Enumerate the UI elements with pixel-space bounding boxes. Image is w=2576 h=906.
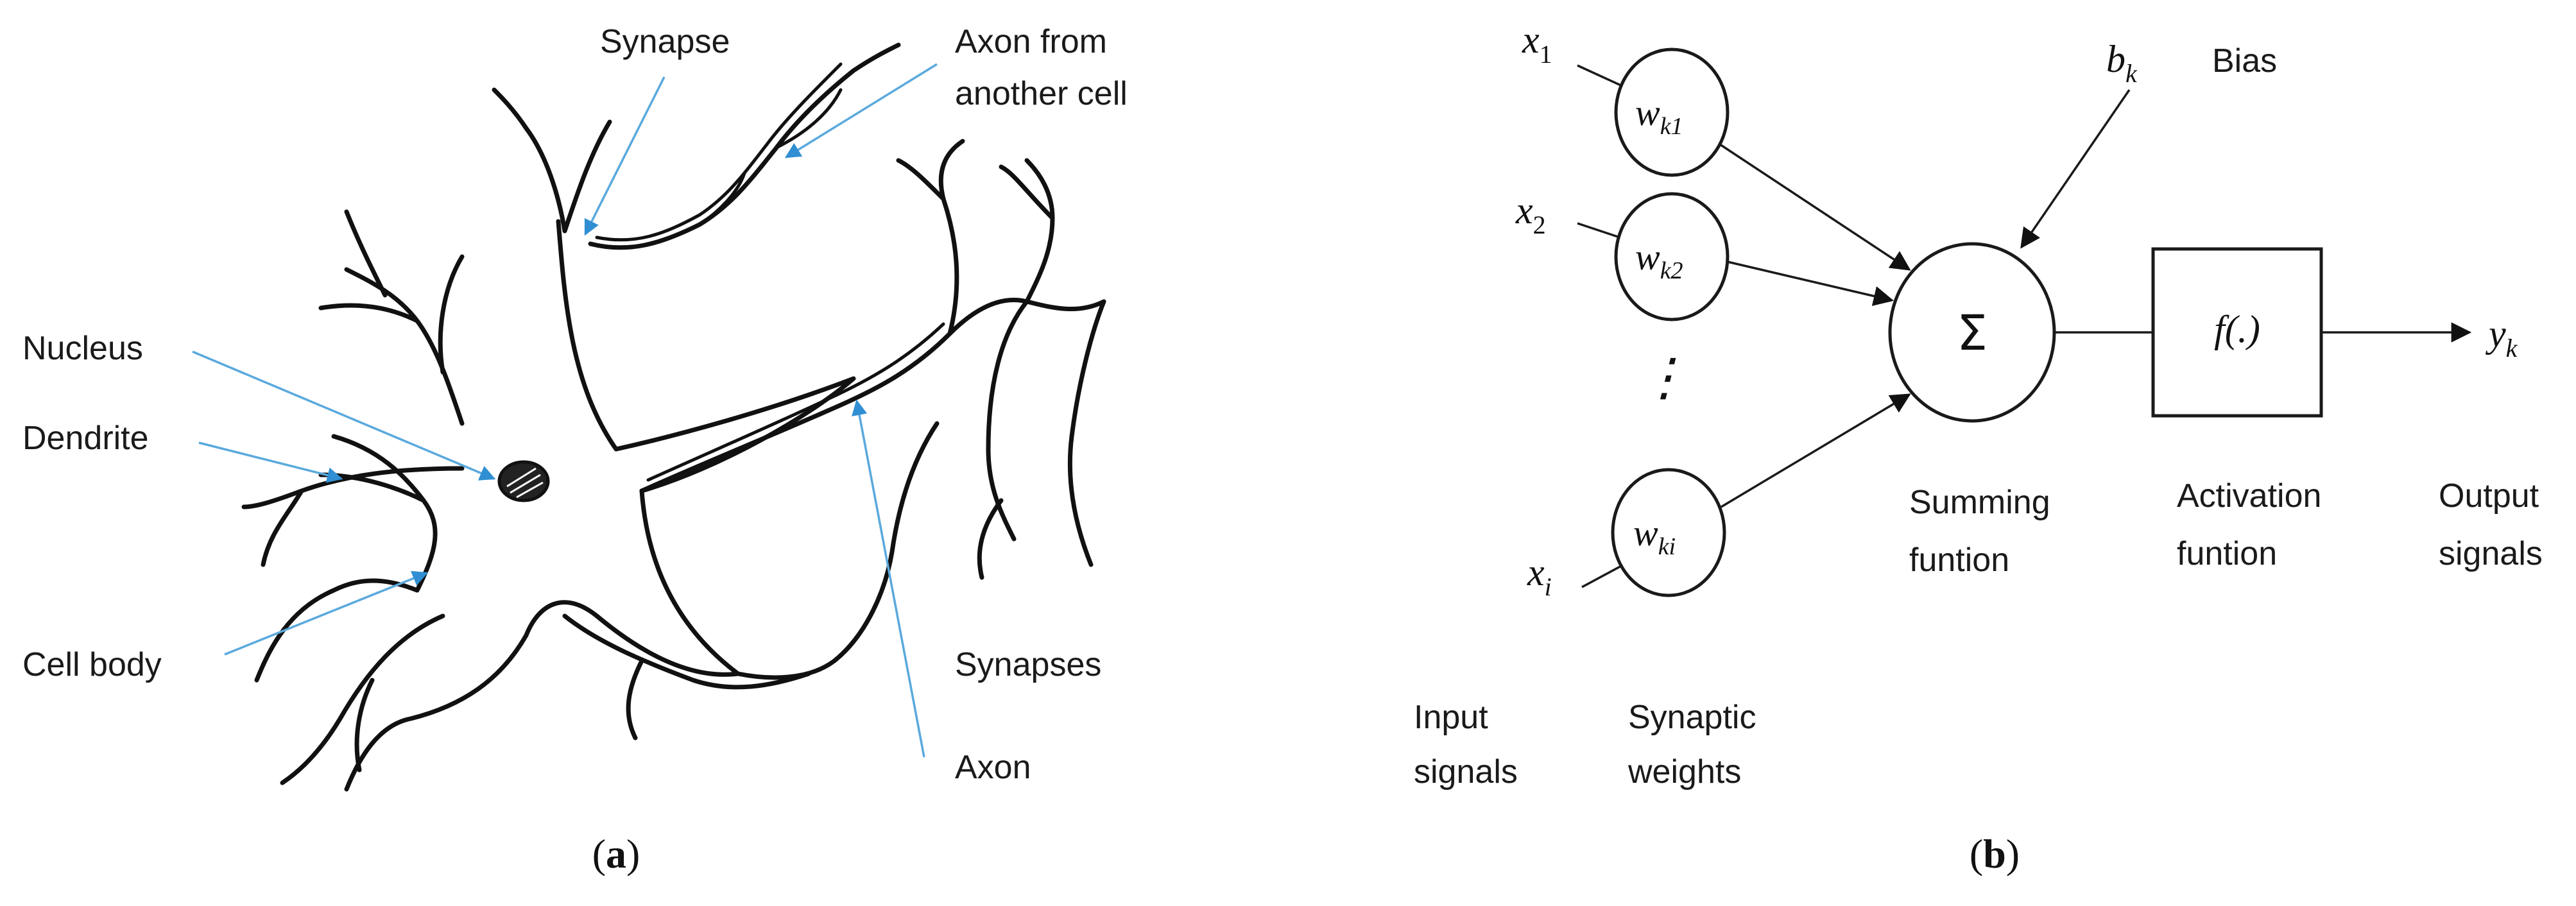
axon-from-another-cell-inner	[595, 62, 843, 242]
label-synaptic-line2: weights	[1627, 753, 1741, 791]
label-synaptic-line1: Synaptic	[1628, 699, 1756, 736]
input-line-1	[1577, 64, 1624, 88]
synapse-pointer	[584, 76, 665, 236]
dendrite-left	[241, 466, 465, 567]
bias-bk: bk	[2106, 38, 2138, 88]
label-activation-line1: Activation	[2177, 477, 2321, 515]
activation-box	[2151, 247, 2323, 418]
weight-node-k1	[1614, 47, 1730, 177]
panel-b-diagram	[1577, 47, 2472, 597]
axon-from-another-cell-pointer	[784, 63, 938, 158]
axon-lower	[735, 421, 940, 680]
label-activation-line2: funtion	[2177, 535, 2277, 572]
dendrite-upper-left	[318, 209, 465, 426]
weight-wk1: wk1	[1635, 92, 1683, 140]
nucleus-pointer	[192, 350, 496, 481]
label-axon: Axon	[955, 749, 1031, 786]
axon-pointer	[852, 399, 925, 758]
edge-bias-to-sum	[2020, 89, 2131, 249]
edge-ki-to-sum	[1721, 393, 1911, 508]
axon-terminals	[896, 139, 1106, 580]
dendrite-lower	[562, 613, 811, 740]
edge-k1-to-sum	[1719, 143, 1911, 271]
dendrite-lower-left	[280, 613, 445, 785]
nucleus-shape	[497, 460, 550, 502]
summing-symbol: Σ	[1957, 304, 1988, 361]
axon-main	[639, 297, 1106, 493]
label-input-line1: Input	[1414, 699, 1488, 736]
input-x2: x2	[1515, 189, 1546, 239]
axon-from-another-cell	[588, 42, 901, 250]
label-output-line1: Output	[2439, 477, 2539, 515]
nucleus-hatching	[506, 467, 544, 499]
weight-node-k2	[1614, 192, 1730, 321]
weight-wki: wki	[1633, 512, 1676, 560]
label-synapses: Synapses	[955, 646, 1101, 683]
input-line-2	[1577, 222, 1620, 239]
input-x1: x1	[1522, 19, 1552, 69]
panel-a-pointers	[192, 63, 938, 758]
label-input-line2: signals	[1414, 753, 1518, 791]
label-bias: Bias	[2212, 42, 2277, 80]
label-dendrite: Dendrite	[22, 420, 149, 457]
input-xi: xi	[1527, 551, 1552, 601]
label-cell-body: Cell body	[22, 646, 162, 683]
caption-a: (a)	[592, 831, 640, 876]
edge-k2-to-sum	[1727, 261, 1894, 306]
dendrite-pointer	[198, 441, 343, 483]
caption-b: (b)	[1970, 831, 2020, 876]
axon-branch	[698, 88, 843, 226]
activation-symbol: f(.)	[2214, 308, 2260, 350]
input-line-i	[1581, 563, 1624, 588]
panel-a-neuron-drawing	[241, 42, 1106, 792]
label-axon-from-line2: another cell	[955, 75, 1128, 112]
label-axon-from-line1: Axon from	[955, 23, 1107, 60]
label-output-line2: signals	[2439, 535, 2543, 572]
cell-body-outline	[254, 219, 856, 792]
cell-body-pointer	[224, 570, 429, 656]
output-yk: yk	[2485, 312, 2518, 363]
weights-ellipsis: ⋮	[1638, 350, 1690, 406]
label-summing-line2: funtion	[1909, 542, 2009, 579]
label-synapse: Synapse	[600, 23, 730, 60]
label-summing-line1: Summing	[1909, 484, 2050, 521]
weight-wk2: wk2	[1635, 236, 1683, 284]
axon-main-inner	[646, 322, 945, 482]
label-nucleus: Nucleus	[22, 330, 143, 367]
weight-node-ki	[1611, 468, 1726, 597]
dendrite-top	[492, 87, 612, 234]
